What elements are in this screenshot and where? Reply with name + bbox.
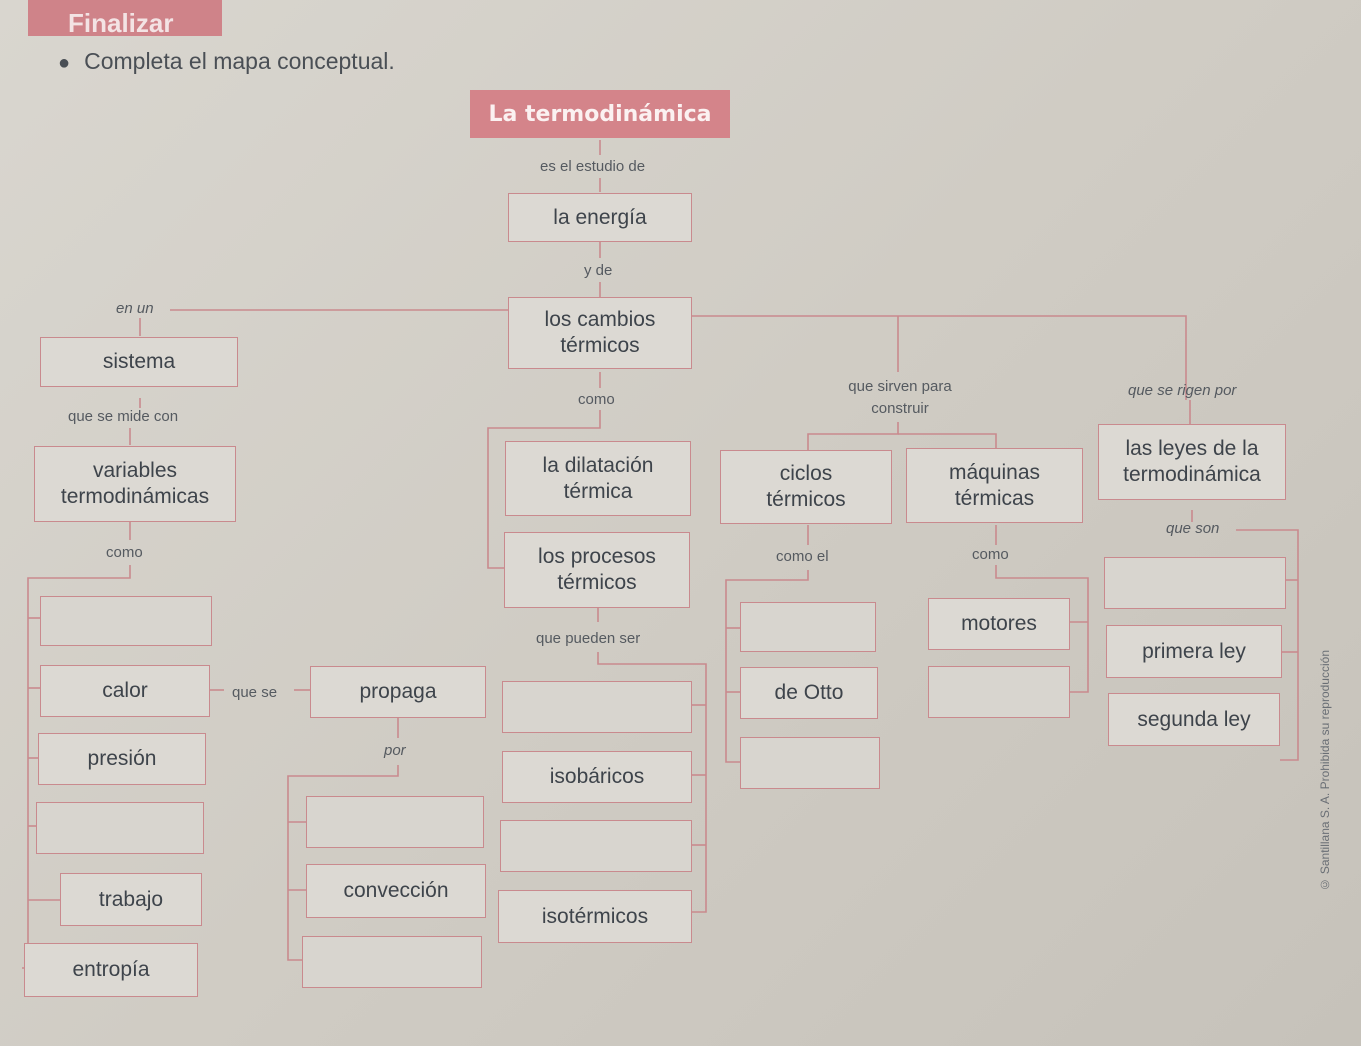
- blank-box-ciclo-1[interactable]: [740, 602, 876, 652]
- instruction: ● Completa el mapa conceptual.: [58, 48, 395, 75]
- link-pueden: que pueden ser: [536, 630, 641, 647]
- blank-box-maquina-1[interactable]: [928, 666, 1070, 718]
- concept-primera-ley: primera ley: [1106, 625, 1282, 678]
- concept-maquinas: máquinas térmicas: [906, 448, 1083, 523]
- blank-box-variable-2[interactable]: [36, 802, 204, 854]
- concept-entropia: entropía: [24, 943, 198, 997]
- link-rigen: que se rigen por: [1128, 382, 1237, 399]
- concept-entropia-text: entropía: [72, 958, 150, 981]
- concept-conveccion: convección: [306, 864, 486, 918]
- blank-box-propagacion-1[interactable]: [306, 796, 484, 848]
- concept-sistema-text: sistema: [102, 350, 176, 373]
- concept-calor: calor: [40, 665, 210, 717]
- link-mide: que se mide con: [68, 408, 179, 425]
- concept-motores-text: motores: [961, 612, 1037, 635]
- concept-otto: de Otto: [740, 667, 878, 719]
- concept-variables: variables termodinámicas: [34, 446, 236, 522]
- map-title: La termodinámica: [470, 90, 730, 138]
- concept-ciclos-text: ciclos térmicos: [766, 462, 846, 511]
- bullet-icon: ●: [58, 52, 71, 74]
- concept-isobaricos: isobáricos: [502, 751, 692, 803]
- concept-conveccion-text: convección: [343, 879, 449, 902]
- concept-procesos-text: los procesos térmicos: [538, 545, 656, 594]
- concept-calor-text: calor: [102, 679, 148, 702]
- link-enun: en un: [116, 300, 154, 317]
- concept-propaga: propaga: [310, 666, 486, 718]
- concept-segunda-ley-text: segunda ley: [1137, 707, 1251, 731]
- copyright-text: © Santillana S. A. Prohibida su reproduc…: [1318, 650, 1332, 892]
- blank-box-proceso-1[interactable]: [502, 681, 692, 733]
- concept-trabajo-text: trabajo: [98, 887, 164, 911]
- link-como-maquinas: como: [972, 546, 1009, 563]
- concept-primera-ley-text: primera ley: [1142, 639, 1246, 663]
- section-tab-label: Finalizar: [68, 8, 174, 36]
- link-estudio: es el estudio de: [540, 158, 646, 175]
- link-por: por: [384, 742, 406, 759]
- instruction-text: Completa el mapa conceptual.: [84, 48, 395, 74]
- blank-box-ciclo-2[interactable]: [740, 737, 880, 789]
- concept-motores: motores: [928, 598, 1070, 650]
- link-comoel: como el: [776, 548, 829, 565]
- concept-isotermicos: isotérmicos: [498, 890, 692, 943]
- concept-leyes-text: las leyes de la termodinámica: [1123, 437, 1261, 486]
- concept-variables-text: variables termodinámicas: [60, 459, 210, 508]
- concept-trabajo: trabajo: [60, 873, 202, 926]
- concept-cambios: los cambios térmicos: [508, 297, 692, 369]
- blank-box-proceso-2[interactable]: [500, 820, 692, 872]
- blank-box-ley-cero[interactable]: [1104, 557, 1286, 609]
- concept-cambios-text: los cambios térmicos: [544, 308, 656, 357]
- section-tab: Finalizar: [28, 0, 222, 36]
- concept-ciclos: ciclos térmicos: [720, 450, 892, 524]
- link-quese: que se: [232, 684, 278, 701]
- concept-maquinas-text: máquinas térmicas: [948, 460, 1041, 510]
- concept-energia: la energía: [508, 193, 692, 242]
- concept-procesos: los procesos térmicos: [504, 532, 690, 608]
- concept-isobaricos-text: isobáricos: [549, 765, 645, 788]
- link-como-cambios: como: [578, 391, 615, 408]
- blank-box-variable-1[interactable]: [40, 596, 212, 646]
- concept-energia-text: la energía: [553, 205, 647, 229]
- concept-isotermicos-text: isotérmicos: [541, 904, 649, 928]
- map-title-text: La termodinámica: [488, 101, 712, 127]
- concept-otto-text: de Otto: [774, 681, 844, 704]
- link-queson: que son: [1166, 520, 1220, 537]
- concept-segunda-ley: segunda ley: [1108, 693, 1280, 746]
- link-sirven: que sirven para construir: [848, 378, 952, 417]
- concept-presion-text: presión: [87, 747, 157, 770]
- blank-box-propagacion-2[interactable]: [302, 936, 482, 988]
- concept-dilatacion-text: la dilatación térmica: [542, 453, 654, 503]
- concept-sistema: sistema: [40, 337, 238, 387]
- link-yde: y de: [584, 262, 613, 279]
- concept-dilatacion: la dilatación térmica: [505, 441, 691, 516]
- concept-leyes: las leyes de la termodinámica: [1098, 424, 1286, 500]
- concept-propaga-text: propaga: [359, 680, 437, 703]
- concept-presion: presión: [38, 733, 206, 785]
- link-como-variables: como: [106, 544, 143, 561]
